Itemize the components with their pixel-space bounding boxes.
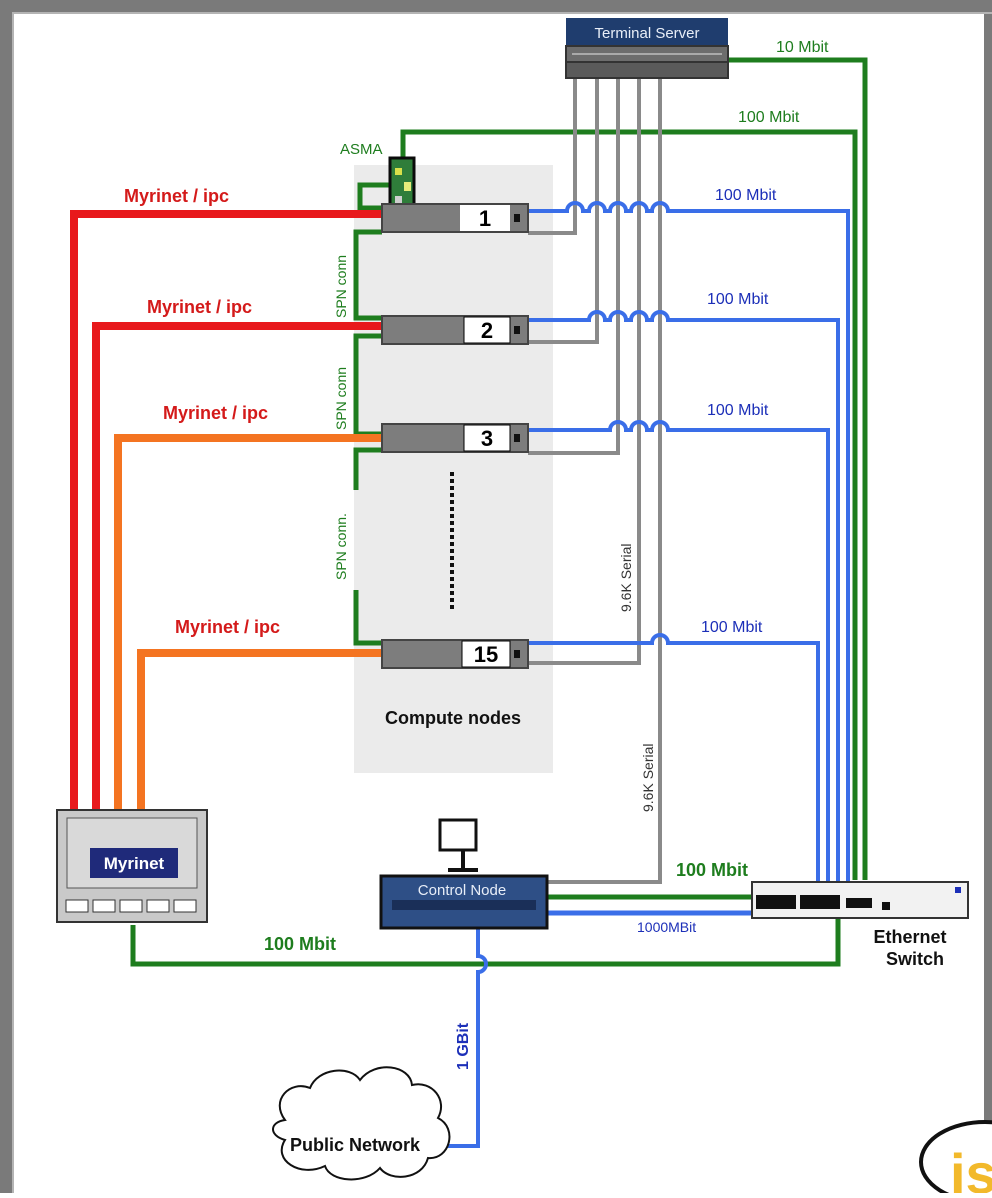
serial-node15 xyxy=(528,78,641,665)
myrinet-slot-4 xyxy=(146,899,170,913)
node-port xyxy=(514,326,520,334)
ethernet-switch-label-1: Ethernet xyxy=(873,927,946,947)
green-links xyxy=(130,57,868,967)
node3-100mbit-label: 100 Mbit xyxy=(707,402,769,419)
ts-10mbit-link xyxy=(728,57,868,880)
asma-label: ASMA xyxy=(340,141,383,158)
eth-port-4 xyxy=(882,902,890,910)
compute-nodes-panel xyxy=(354,165,553,773)
eth-port-bank-1 xyxy=(756,895,796,909)
myrinet-label: Myrinet xyxy=(104,854,165,873)
public-gbit-link xyxy=(440,928,488,1148)
logo-text: is xyxy=(950,1142,992,1193)
cloud-shape xyxy=(272,1066,451,1181)
public-network-label: Public Network xyxy=(290,1135,421,1155)
control-node: Control Node xyxy=(379,818,549,930)
spn-conn-1 xyxy=(353,229,382,321)
eth-port-3 xyxy=(846,898,872,908)
node1-100mbit-label: 100 Mbit xyxy=(715,187,777,204)
myrinet-ipc-label-4: Myrinet / ipc xyxy=(175,617,280,637)
myrinet-links xyxy=(70,210,382,820)
asma-node1-link xyxy=(357,182,392,211)
control-node-bar xyxy=(392,900,536,910)
myrinet-ipc-node1 xyxy=(70,210,382,820)
myrinet-ipc-label-1: Myrinet / ipc xyxy=(124,186,229,206)
node-port xyxy=(514,650,520,658)
control-gbit-label: 1000MBit xyxy=(637,919,696,935)
logo-icon: is xyxy=(919,1120,992,1198)
node-number-box xyxy=(461,640,511,668)
node15-100mbit-label: 100 Mbit xyxy=(701,619,763,636)
node2-link xyxy=(528,310,840,885)
ts-10mbit-label: 10 Mbit xyxy=(776,39,829,56)
serial-label-2: 9.6K Serial xyxy=(640,744,656,812)
node-number-box xyxy=(463,316,511,344)
asma-chip-2 xyxy=(404,182,411,191)
node-number: 15 xyxy=(474,642,498,667)
node15-link xyxy=(528,633,820,885)
serial-node2 xyxy=(528,78,599,344)
myrinet-ipc-label-2: Myrinet / ipc xyxy=(147,297,252,317)
spn-conn-label-2: SPN conn xyxy=(333,367,349,430)
serial-label-1: 9.6K Serial xyxy=(618,544,634,612)
myrinet-ipc-node2 xyxy=(92,322,382,820)
node-port xyxy=(514,214,520,222)
myrinet-badge xyxy=(90,848,178,878)
node-port xyxy=(514,434,520,442)
ts-label-box xyxy=(566,18,728,46)
cloud-icon: Public Network xyxy=(272,1066,451,1181)
spn-conn-4 xyxy=(353,590,382,646)
node-number: 2 xyxy=(481,318,493,343)
compute-node-15: 15 xyxy=(381,639,529,669)
myrinet-slot-3 xyxy=(119,899,143,913)
myrinet-slot-1 xyxy=(65,899,89,913)
spn-conn-3 xyxy=(353,447,382,490)
monitor-icon xyxy=(438,818,478,872)
terminal-server: Terminal Server xyxy=(565,18,729,79)
ts-body-2 xyxy=(565,61,729,79)
myrinet-slot-2 xyxy=(92,899,116,913)
compute-node-3: 3 xyxy=(381,423,529,453)
eth-led xyxy=(955,887,961,893)
myrinet-ipc-node3 xyxy=(114,434,382,820)
node2-100mbit-label: 100 Mbit xyxy=(707,291,769,308)
spn-conn-label-1: SPN conn xyxy=(333,255,349,318)
node-number: 1 xyxy=(479,206,491,231)
node3-link xyxy=(528,420,830,885)
monitor-screen xyxy=(438,818,478,852)
compute-node-1: 1 xyxy=(381,203,529,233)
gbit-label: 1 GBit xyxy=(455,1022,472,1070)
myrinet-ipc-label-3: Myrinet / ipc xyxy=(163,403,268,423)
node-number: 3 xyxy=(481,426,493,451)
control-node-label: Control Node xyxy=(418,882,506,899)
ethernet-switch: Ethernet Switch xyxy=(751,881,969,969)
asma-100mbit-link xyxy=(400,129,858,880)
eth-port-bank-2 xyxy=(800,895,840,909)
myrinet-100mbit-label: 100 Mbit xyxy=(264,934,336,954)
ethernet-switch-label-2: Switch xyxy=(886,949,944,969)
terminal-server-label: Terminal Server xyxy=(594,25,699,42)
serial-control xyxy=(548,78,662,884)
node1-link xyxy=(528,201,850,885)
compute-node-2: 2 xyxy=(381,315,529,345)
myrinet-slot-5 xyxy=(173,899,197,913)
myrinet-switch: Myrinet xyxy=(56,809,208,923)
asma-chip-3 xyxy=(395,196,402,206)
logo-ellipse xyxy=(919,1120,992,1198)
node-number-box xyxy=(463,424,511,452)
asma-100mbit-label: 100 Mbit xyxy=(738,109,800,126)
inner-border xyxy=(12,12,992,1198)
link-labels: 10 Mbit 100 Mbit Myrinet / ipc Myrinet /… xyxy=(124,39,829,1070)
node-number-box xyxy=(460,205,510,231)
compute-nodes-label: Compute nodes xyxy=(385,708,521,728)
blue-links xyxy=(440,201,850,1148)
control-100mbit-label: 100 Mbit xyxy=(676,860,748,880)
myrinet-ipc-node15 xyxy=(137,649,382,820)
spn-conn-label-3: SPN conn. xyxy=(333,513,349,580)
serial-node1 xyxy=(528,78,577,235)
asma-chip-1 xyxy=(395,168,402,175)
